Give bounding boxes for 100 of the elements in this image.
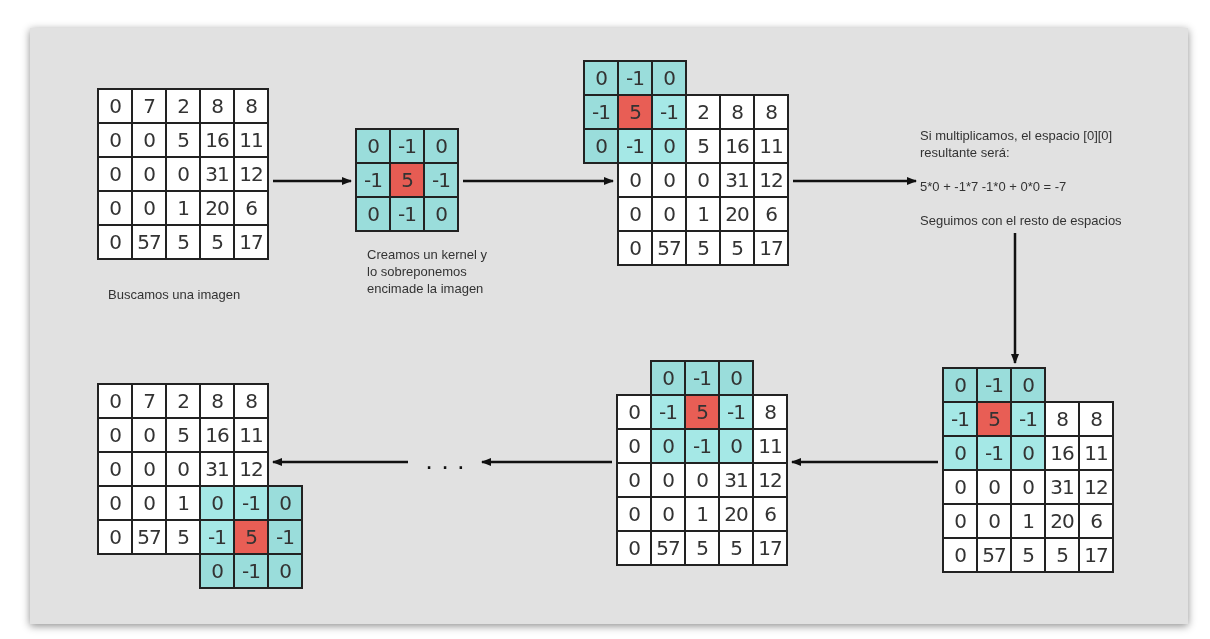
matrix-cell: 0 bbox=[98, 486, 132, 520]
matrix-cell: 0 bbox=[617, 531, 651, 565]
matrix-cell: 1 bbox=[166, 191, 200, 225]
matrix-cell: 12 bbox=[234, 452, 268, 486]
matrix-cell: 0 bbox=[98, 123, 132, 157]
matrix-cell: 0 bbox=[1011, 368, 1045, 402]
matrix-cell: 0 bbox=[618, 163, 652, 197]
image-matrix bbox=[97, 88, 269, 260]
matrix-cell: 5 bbox=[234, 520, 268, 554]
matrix-cell: 0 bbox=[98, 418, 132, 452]
arrow bbox=[791, 458, 938, 466]
matrix-cell: -1 bbox=[234, 486, 268, 520]
kernel-matrix bbox=[199, 485, 303, 589]
matrix-cell: 0 bbox=[98, 191, 132, 225]
matrix-cell: 0 bbox=[584, 129, 618, 163]
matrix-cell: 1 bbox=[166, 486, 200, 520]
matrix-cell: 0 bbox=[1011, 470, 1045, 504]
matrix-cell: 20 bbox=[719, 497, 753, 531]
matrix-cell: 16 bbox=[200, 418, 234, 452]
ellipsis-text: · · · bbox=[412, 448, 478, 484]
matrix-cell: 0 bbox=[98, 452, 132, 486]
matrix-cell: -1 bbox=[618, 61, 652, 95]
matrix-cell: 1 bbox=[686, 197, 720, 231]
matrix-cell: -1 bbox=[652, 95, 686, 129]
matrix-cell: 31 bbox=[1045, 470, 1079, 504]
matrix-cell: 5 bbox=[720, 231, 754, 265]
matrix-cell: 8 bbox=[753, 395, 787, 429]
matrix-cell: 12 bbox=[753, 463, 787, 497]
matrix-cell: 12 bbox=[754, 163, 788, 197]
matrix-cell: 5 bbox=[685, 395, 719, 429]
kernel-matrix bbox=[355, 128, 459, 232]
matrix-cell: 0 bbox=[618, 231, 652, 265]
matrix-cell: 11 bbox=[234, 123, 268, 157]
explanation-text: Si multiplicamos, el espacio [0][0] resultante será: bbox=[920, 127, 1114, 161]
matrix-cell: -1 bbox=[719, 395, 753, 429]
matrix-cell: 0 bbox=[652, 61, 686, 95]
arrow bbox=[1011, 233, 1019, 364]
image-matrix bbox=[942, 401, 1114, 573]
arrow bbox=[793, 177, 917, 185]
matrix-cell: 0 bbox=[98, 225, 132, 259]
caption-text: Buscamos una imagen bbox=[108, 286, 242, 303]
kernel-matrix bbox=[942, 367, 1046, 471]
matrix-cell: 0 bbox=[977, 470, 1011, 504]
matrix-cell: 0 bbox=[166, 157, 200, 191]
matrix-cell: 8 bbox=[234, 384, 268, 418]
matrix-cell: 0 bbox=[652, 197, 686, 231]
matrix-cell: 0 bbox=[651, 497, 685, 531]
matrix-cell: 0 bbox=[98, 384, 132, 418]
matrix-cell: 1 bbox=[685, 497, 719, 531]
matrix-cell: 0 bbox=[1011, 436, 1045, 470]
matrix-cell: 0 bbox=[943, 436, 977, 470]
matrix-cell: 5 bbox=[1045, 538, 1079, 572]
matrix-cell: 0 bbox=[943, 470, 977, 504]
matrix-cell: 5 bbox=[977, 402, 1011, 436]
matrix-cell: 57 bbox=[132, 225, 166, 259]
matrix-cell: 0 bbox=[686, 163, 720, 197]
matrix-cell: 5 bbox=[686, 231, 720, 265]
formula-text: 5*0 + -1*7 -1*0 + 0*0 = -7 bbox=[920, 178, 1068, 195]
matrix-cell: 20 bbox=[720, 197, 754, 231]
matrix-cell: 0 bbox=[943, 504, 977, 538]
matrix-cell: 7 bbox=[132, 89, 166, 123]
arrow bbox=[272, 458, 408, 466]
matrix-cell: 17 bbox=[753, 531, 787, 565]
matrix-cell: 0 bbox=[166, 452, 200, 486]
matrix-cell: 0 bbox=[356, 129, 390, 163]
matrix-cell: -1 bbox=[977, 436, 1011, 470]
matrix-cell: 5 bbox=[166, 123, 200, 157]
matrix-cell: 16 bbox=[1045, 436, 1079, 470]
matrix-cell: 0 bbox=[617, 429, 651, 463]
matrix-cell: 5 bbox=[166, 225, 200, 259]
matrix-cell: 6 bbox=[754, 197, 788, 231]
matrix-cell: -1 bbox=[685, 429, 719, 463]
matrix-cell: 0 bbox=[424, 129, 458, 163]
matrix-cell: 17 bbox=[234, 225, 268, 259]
matrix-cell: 31 bbox=[720, 163, 754, 197]
matrix-cell: 5 bbox=[719, 531, 753, 565]
arrow bbox=[481, 458, 612, 466]
matrix-cell: 8 bbox=[720, 95, 754, 129]
matrix-cell: 0 bbox=[200, 486, 234, 520]
matrix-cell: 57 bbox=[652, 231, 686, 265]
matrix-cell: 0 bbox=[268, 486, 302, 520]
matrix-cell: 0 bbox=[719, 429, 753, 463]
matrix-cell: 0 bbox=[584, 61, 618, 95]
matrix-cell: -1 bbox=[943, 402, 977, 436]
matrix-cell: 0 bbox=[651, 429, 685, 463]
matrix-cell: -1 bbox=[234, 554, 268, 588]
matrix-cell: 0 bbox=[132, 486, 166, 520]
matrix-cell: 5 bbox=[166, 520, 200, 554]
matrix-cell: 8 bbox=[754, 95, 788, 129]
matrix-cell: -1 bbox=[584, 95, 618, 129]
matrix-cell: 11 bbox=[754, 129, 788, 163]
matrix-cell: 0 bbox=[132, 452, 166, 486]
matrix-cell: 0 bbox=[943, 368, 977, 402]
matrix-cell: 0 bbox=[652, 129, 686, 163]
matrix-cell: -1 bbox=[685, 361, 719, 395]
matrix-cell: -1 bbox=[356, 163, 390, 197]
matrix-cell: 11 bbox=[234, 418, 268, 452]
matrix-cell: -1 bbox=[618, 129, 652, 163]
matrix-cell: 0 bbox=[424, 197, 458, 231]
matrix-cell: 7 bbox=[132, 384, 166, 418]
